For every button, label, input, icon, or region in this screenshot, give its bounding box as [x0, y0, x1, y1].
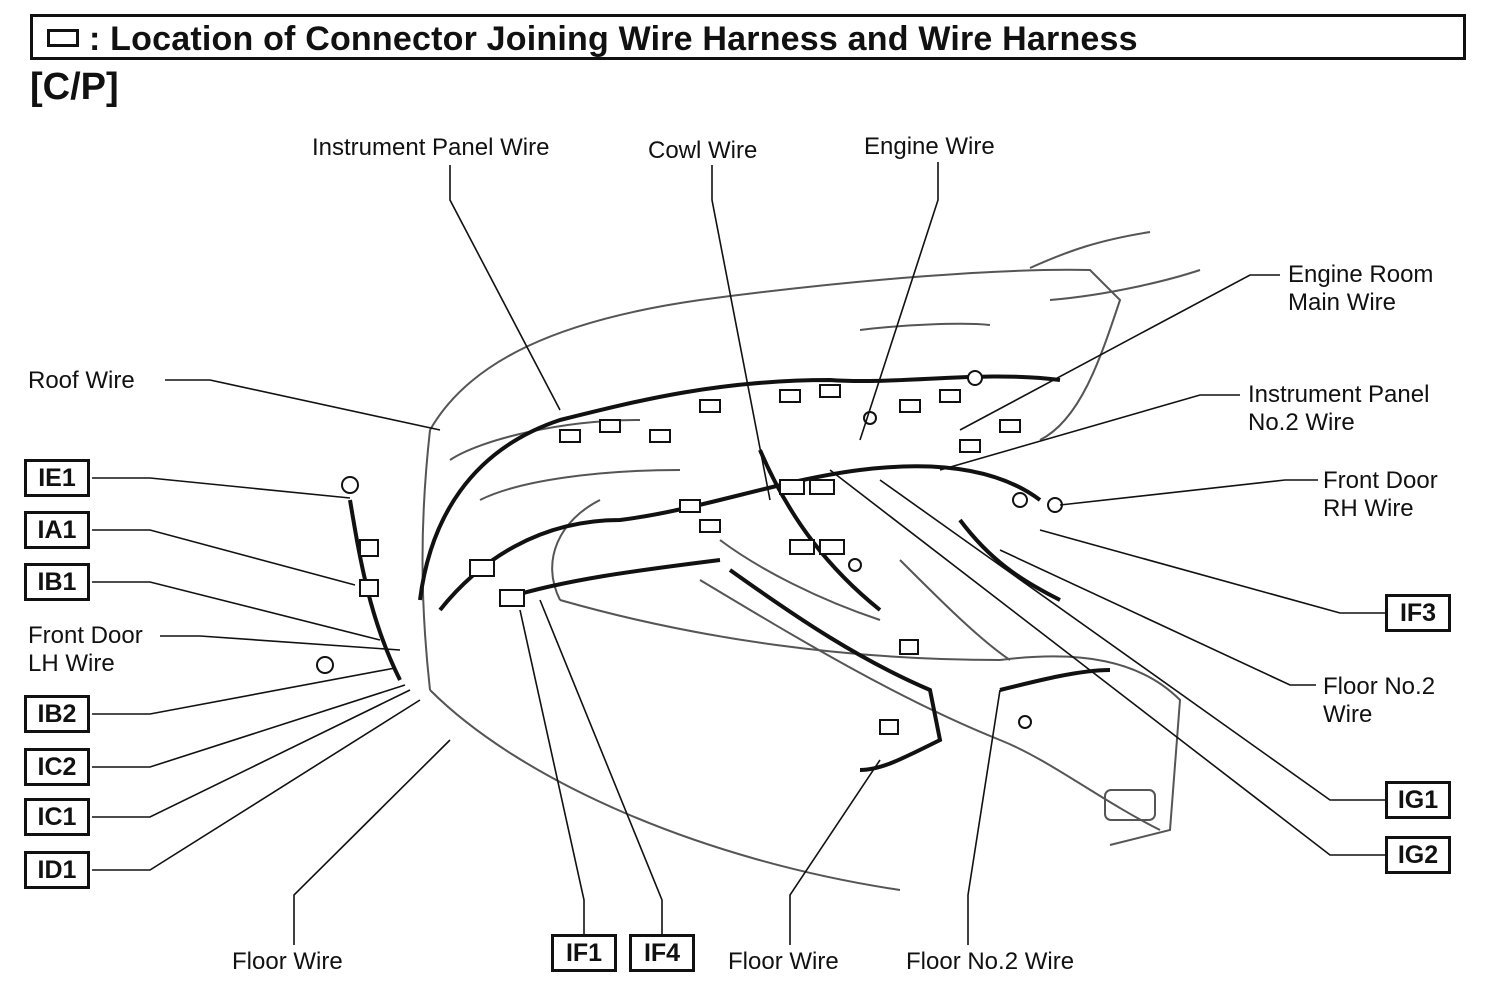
connector-code-ic1: IC1: [24, 798, 90, 836]
connector-code-if1: IF1: [551, 934, 617, 972]
connector-markers: [316, 370, 1063, 735]
connector-code-ia1: IA1: [24, 511, 90, 549]
label-front-door-lh-wire: Front Door LH Wire: [28, 622, 143, 678]
title-banner: : Location of Connector Joining Wire Har…: [30, 14, 1466, 60]
label-cowl-wire: Cowl Wire: [648, 137, 758, 164]
connector-code-if3: IF3: [1385, 594, 1451, 632]
page-title: : Location of Connector Joining Wire Har…: [89, 20, 1138, 58]
label-floor-no2-wire-right: Floor No.2 Wire: [1323, 673, 1435, 729]
label-floor-no2-wire-right-line2: Wire: [1323, 701, 1373, 728]
label-instrument-panel-wire: Instrument Panel Wire: [312, 134, 550, 161]
leader-lines: [92, 162, 1385, 945]
connector-code-id1: ID1: [24, 851, 90, 889]
label-roof-wire: Roof Wire: [28, 367, 135, 394]
label-engine-room-main-wire: Engine Room Main Wire: [1288, 261, 1433, 317]
connector-code-ic2: IC2: [24, 748, 90, 786]
label-front-door-rh-wire-line2: RH Wire: [1323, 495, 1414, 522]
connector-code-ib1: IB1: [24, 563, 90, 601]
connector-square-icon: [47, 29, 79, 47]
connector-code-ib2: IB2: [24, 695, 90, 733]
connector-code-if4: IF4: [629, 934, 695, 972]
label-floor-wire-left: Floor Wire: [232, 948, 343, 975]
label-floor-wire-center: Floor Wire: [728, 948, 839, 975]
label-instrument-panel-no2-wire: Instrument Panel No.2 Wire: [1248, 381, 1429, 437]
label-front-door-lh-wire-line1: Front Door: [28, 622, 143, 649]
label-instrument-panel-no2-wire-line2: No.2 Wire: [1248, 409, 1355, 436]
dashboard-outline: [421, 231, 1201, 891]
label-engine-wire: Engine Wire: [864, 133, 995, 160]
label-engine-room-main-wire-line2: Main Wire: [1288, 289, 1397, 316]
connector-code-ig2: IG2: [1385, 836, 1451, 874]
connector-code-ig1: IG1: [1385, 781, 1451, 819]
label-floor-no2-wire-right-line1: Floor No.2: [1323, 673, 1436, 700]
label-instrument-panel-no2-wire-line1: Instrument Panel: [1248, 381, 1430, 408]
label-front-door-lh-wire-line2: LH Wire: [28, 650, 115, 677]
label-front-door-rh-wire: Front Door RH Wire: [1323, 467, 1438, 523]
connector-code-ie1: IE1: [24, 459, 90, 497]
label-floor-no2-wire-bottom: Floor No.2 Wire: [906, 948, 1075, 975]
label-front-door-rh-wire-line1: Front Door: [1323, 467, 1438, 494]
section-label: [C/P]: [30, 66, 119, 108]
label-engine-room-main-wire-line1: Engine Room: [1288, 261, 1434, 288]
